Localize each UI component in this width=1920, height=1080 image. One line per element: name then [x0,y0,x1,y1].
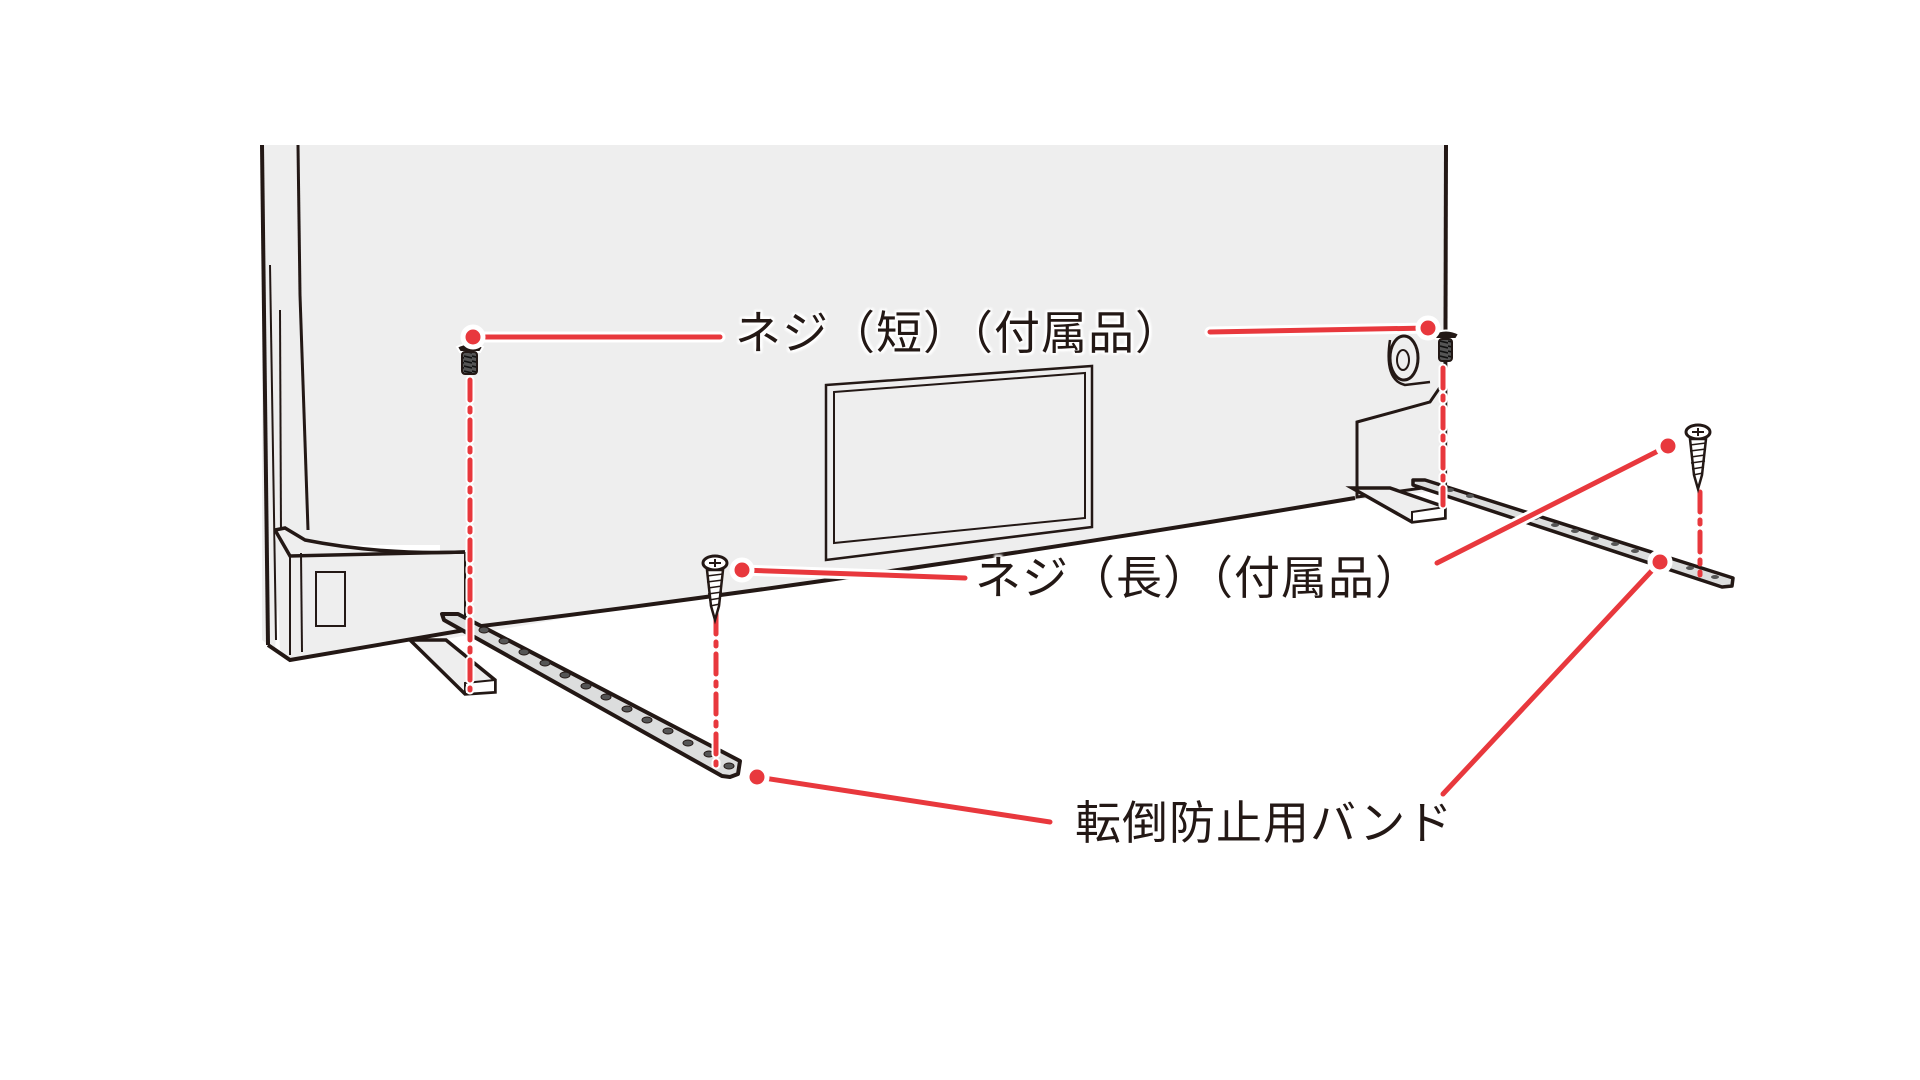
leader-dots [460,315,1681,790]
terminal-panel [824,364,1094,562]
tv-bottom-edge [464,496,1356,630]
anti-tip-band-left [440,612,742,779]
right-stand [1345,486,1447,524]
long-screw-left-icon [701,554,729,625]
long-screw-right-icon [1684,423,1712,494]
short-screw-label: ネジ（短）（付属品） [735,306,1182,360]
left-stand [405,638,497,696]
left-base-block [266,526,466,663]
leader-lines [467,322,1674,828]
anti-tip-band-label: 転倒防止用バンド [1075,796,1454,850]
guide-lines [465,363,1703,770]
long-screw-label: ネジ（長）（付属品） [975,551,1422,605]
tv-body [260,144,1448,650]
